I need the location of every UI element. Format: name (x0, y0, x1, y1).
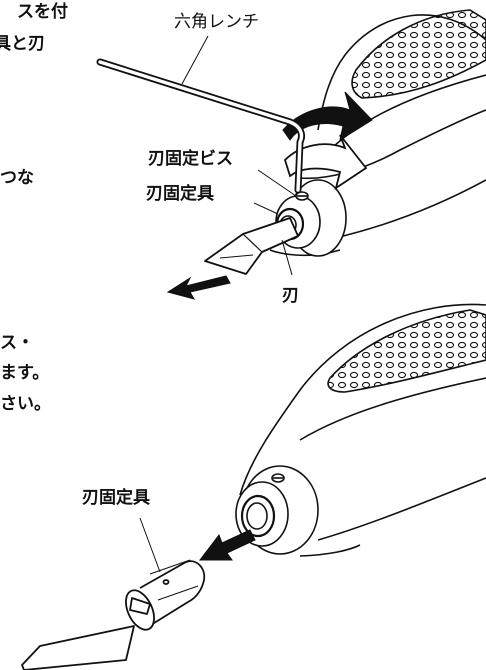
pull-arrow-top (166, 275, 231, 300)
tool-body-bottom (235, 303, 486, 557)
label-hex-wrench: 六角レンチ (174, 12, 259, 32)
instruction-text-line-5: ます。 (0, 363, 50, 383)
instruction-text-line-4: ス・ (0, 333, 34, 353)
label-blade: 刃 (282, 286, 299, 306)
hex-wrench (96, 58, 306, 194)
label-blade-fixture-top: 刃固定具 (146, 184, 214, 204)
leader-lines-top (181, 35, 297, 276)
grip-texture-bottom (327, 309, 486, 393)
blade-fixture-part (125, 559, 206, 631)
blade-bottom (21, 625, 135, 670)
instruction-text-line-6: さい。 (0, 394, 51, 414)
label-blade-fixing-screw: 刃固定ビス (148, 149, 233, 169)
label-blade-fixture-bottom: 刃固定具 (82, 488, 150, 508)
instruction-text-line-2: 具と刃 (0, 34, 45, 54)
instruction-text-line-3: つな (0, 168, 34, 188)
leader-line-bottom (139, 517, 161, 573)
instruction-text-line-1: スを付 (17, 2, 68, 22)
pull-arrow-bottom (198, 529, 256, 561)
grip-texture-top (351, 9, 486, 99)
